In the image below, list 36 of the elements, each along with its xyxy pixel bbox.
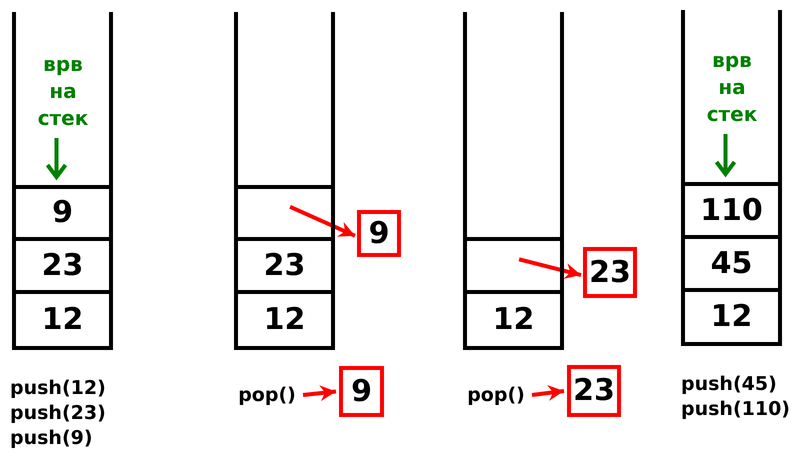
value-text: 9 bbox=[52, 198, 73, 228]
operation-text: push(12) bbox=[10, 376, 106, 401]
top-of-stack-text: врв на стек bbox=[36, 50, 90, 132]
value-text: 12 bbox=[264, 305, 306, 335]
popped-value-box bbox=[339, 366, 384, 417]
value-text: 12 bbox=[492, 305, 534, 335]
value-text: 23 bbox=[589, 258, 631, 288]
value-text: 12 bbox=[710, 302, 752, 332]
operation-text: push(23) bbox=[10, 401, 106, 426]
value-text: 9 bbox=[368, 218, 390, 248]
arrow bbox=[518, 257, 582, 279]
popped-value-box bbox=[583, 247, 637, 298]
value-text: 23 bbox=[264, 250, 306, 280]
operation-text: push(110) bbox=[681, 397, 790, 422]
arrow bbox=[532, 385, 564, 401]
stack-column bbox=[234, 12, 335, 350]
value-text: 9 bbox=[351, 376, 372, 406]
stack-column bbox=[681, 10, 782, 346]
popped-value-box bbox=[567, 365, 621, 417]
value-text: 23 bbox=[573, 376, 615, 406]
arrow bbox=[289, 205, 356, 238]
value-text: 110 bbox=[700, 196, 763, 226]
stack-column bbox=[463, 12, 564, 350]
operation-text: push(9) bbox=[10, 426, 93, 451]
arrow bbox=[714, 134, 736, 176]
stack-column bbox=[12, 12, 113, 350]
operation-text: push(45) bbox=[681, 372, 777, 397]
value-text: 12 bbox=[42, 305, 84, 335]
arrow bbox=[302, 385, 336, 402]
top-of-stack-text: врв на стек bbox=[706, 46, 758, 128]
value-text: 23 bbox=[42, 250, 84, 280]
value-text: 45 bbox=[710, 248, 752, 278]
popped-value-box bbox=[357, 210, 401, 257]
arrow bbox=[46, 138, 68, 179]
operation-text: pop() bbox=[467, 384, 525, 406]
operation-text: pop() bbox=[238, 384, 296, 406]
